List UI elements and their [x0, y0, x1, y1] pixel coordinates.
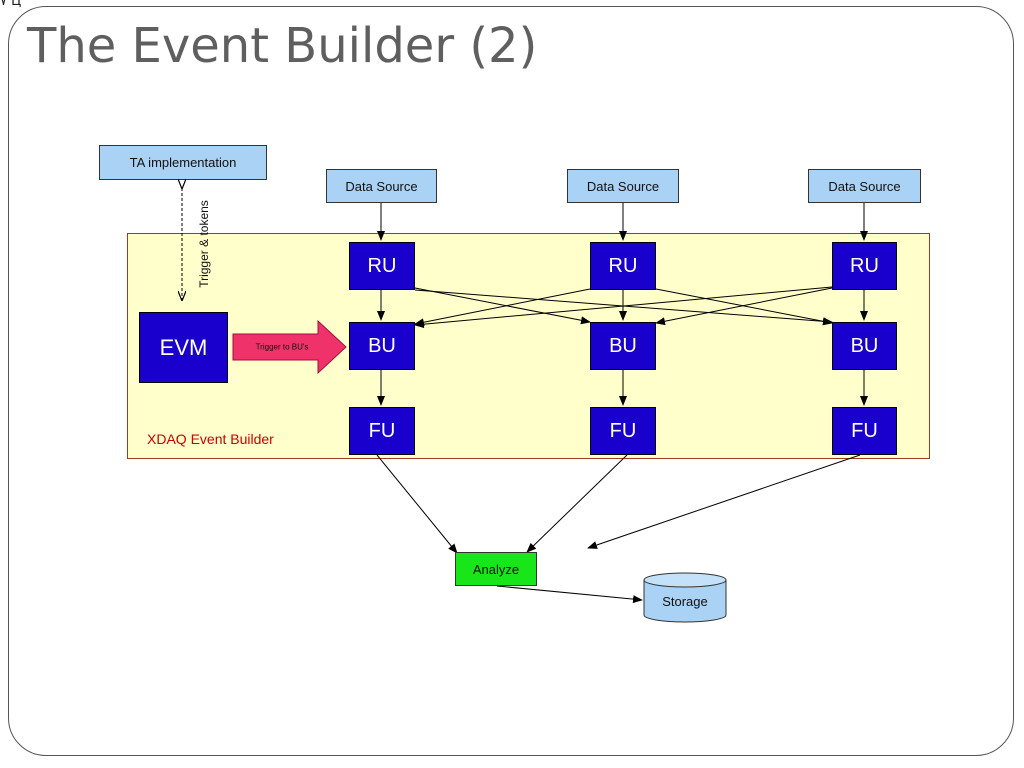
analyze-label: Analyze — [472, 561, 520, 577]
ru-box: RU — [349, 242, 415, 290]
evm-box: EVM — [139, 312, 228, 383]
evm-trigger-arrow — [232, 319, 347, 375]
slide-title: The Event Builder (2) — [27, 18, 538, 74]
ru-to-bu-cross-link — [655, 287, 833, 326]
fu-label: FU — [851, 419, 878, 442]
storage-cylinder — [643, 572, 727, 623]
trigger-tokens-label: Trigger & tokens — [197, 200, 211, 288]
corner-mark: ۷ Ц — [0, 0, 22, 9]
bu-box: BU — [349, 322, 415, 370]
data-source-box: Data Source — [567, 169, 679, 203]
data-source-label: Data Source — [345, 178, 418, 194]
ru-box: RU — [590, 242, 656, 290]
ru-to-bu-cross-link — [414, 287, 591, 325]
ru-label: RU — [850, 254, 879, 277]
ta-implementation-box: TA implementation — [99, 145, 267, 180]
bu-box: BU — [590, 322, 656, 370]
analyze-to-storage-link — [496, 585, 643, 604]
trigger-to-bus-label: Trigger to BU's — [255, 342, 309, 352]
ru-label: RU — [608, 254, 638, 277]
fu-to-analyze-link — [526, 454, 628, 553]
ru-to-bu-cross-link — [414, 288, 591, 327]
ru-box: RU — [832, 242, 897, 290]
slide-frame — [8, 6, 1014, 756]
fu-box: FU — [349, 407, 415, 455]
evm-label: EVM — [159, 334, 208, 360]
ta-implementation-label: TA implementation — [129, 155, 237, 170]
bu-box: BU — [832, 322, 897, 370]
ru-label: RU — [367, 254, 397, 277]
bu-label: BU — [368, 334, 396, 357]
fu-box: FU — [832, 407, 897, 455]
data-source-box: Data Source — [326, 169, 437, 203]
data-source-box: Data Source — [808, 169, 921, 203]
ru-to-bu-cross-link — [414, 286, 833, 329]
storage-label: Storage — [662, 594, 708, 609]
bu-label: BU — [850, 334, 879, 357]
fu-label: FU — [609, 419, 637, 442]
data-source-label: Data Source — [586, 178, 660, 194]
fu-to-analyze-link — [587, 454, 861, 549]
data-source-label: Data Source — [828, 178, 901, 194]
fu-to-analyze-link — [376, 454, 458, 554]
bu-label: BU — [609, 334, 637, 357]
analyze-box: Analyze — [455, 552, 537, 586]
fu-label: FU — [368, 419, 396, 442]
xdaq-event-builder-label: XDAQ Event Builder — [147, 431, 274, 447]
fu-box: FU — [590, 407, 656, 455]
